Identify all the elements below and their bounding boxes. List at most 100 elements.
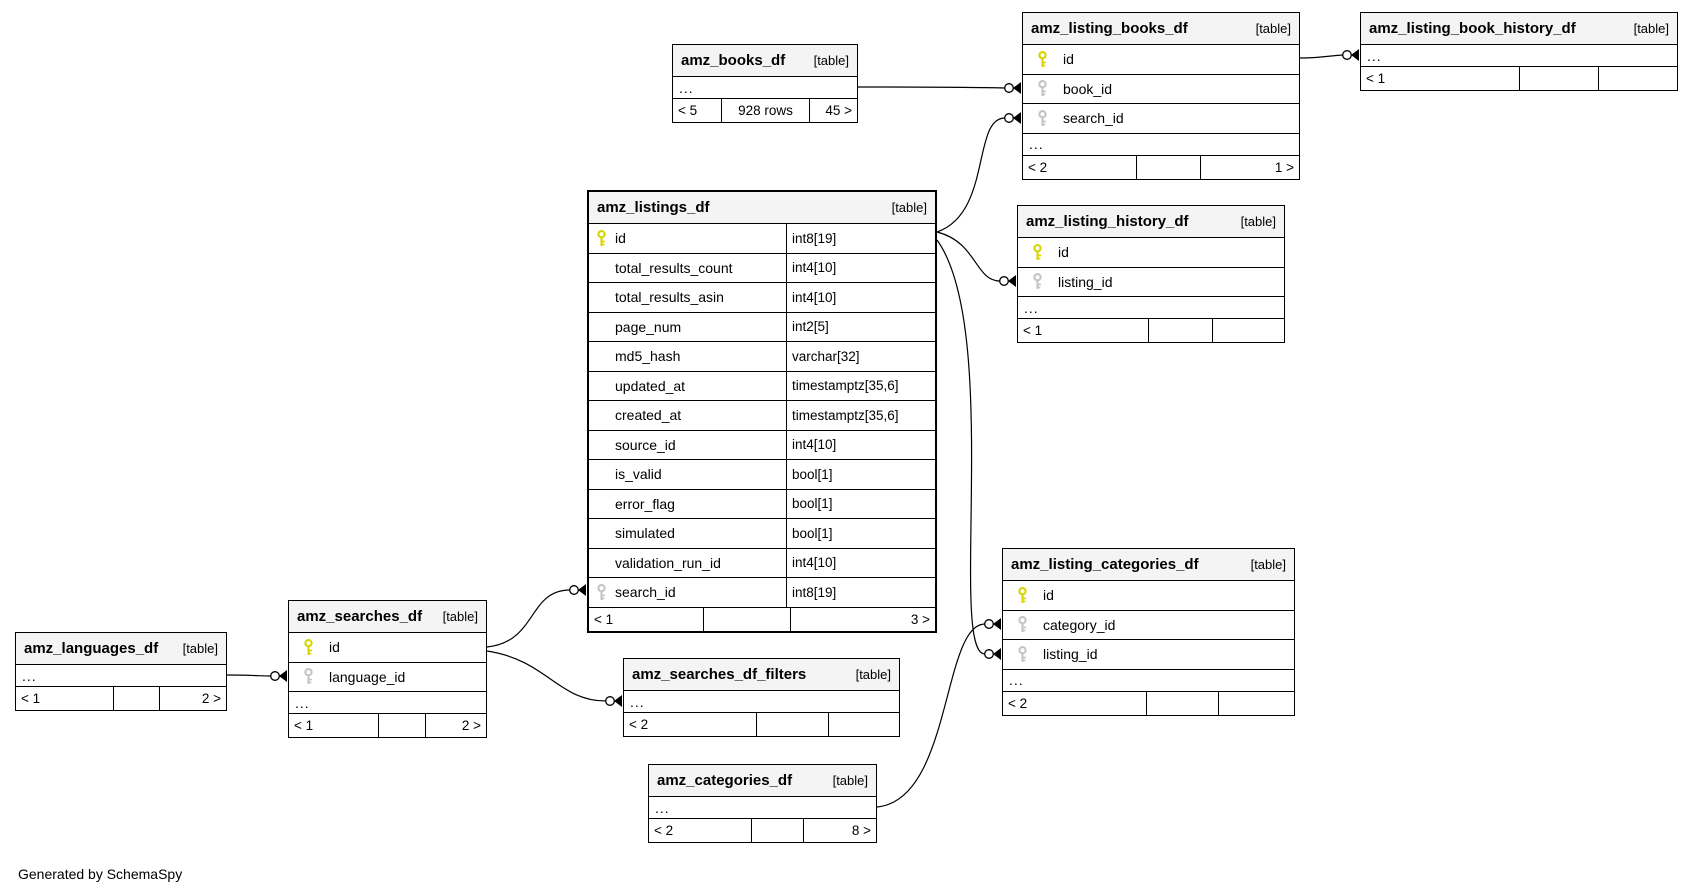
column-name: id — [615, 230, 626, 247]
foreign-key-icon — [1017, 616, 1027, 633]
primary-key-icon — [1037, 50, 1047, 67]
column-name: source_id — [615, 436, 676, 453]
footer-parents-link: < 5 — [678, 103, 698, 118]
table-tag: [table] — [1250, 557, 1286, 572]
footer-children-link — [1212, 319, 1284, 342]
primary-key-icon — [1017, 586, 1027, 603]
crow-foot-marker — [1008, 275, 1016, 287]
column-row-listing_id: listing_id — [1018, 268, 1284, 297]
column-row-id: id — [289, 633, 486, 663]
crow-foot-marker — [993, 648, 1001, 660]
hidden-columns-ellipsis: ... — [624, 691, 899, 713]
table-header: amz_categories_df[table] — [649, 765, 876, 797]
footer-children-link: 3 > — [789, 607, 935, 631]
column-row-id: id — [1023, 45, 1299, 75]
table-footer: < 2 — [1003, 691, 1294, 715]
relationship-edge-amz_searches_df.id-to-amz_searches_df_filters — [486, 650, 622, 707]
column-name: page_num — [615, 318, 682, 335]
crow-foot-marker — [1013, 82, 1021, 94]
column-row-search_id: search_id — [1023, 104, 1299, 134]
column-type: int4[10] — [786, 430, 935, 459]
table-header: amz_searches_df_filters [table] — [624, 659, 899, 691]
key-cell — [289, 668, 327, 685]
column-row-total_results_asin: total_results_asin int4[10] — [589, 283, 935, 313]
footer-parents-link: < 2 — [629, 717, 649, 732]
column-name: md5_hash — [615, 348, 681, 365]
footer-rows-count — [703, 607, 790, 631]
primary-key-icon — [1032, 243, 1042, 260]
column-row-book_id: book_id — [1023, 75, 1299, 104]
relationship-edge-amz_listing_books_df.id-to-amz_listing_book_history_df — [1299, 49, 1359, 61]
column-name: book_id — [1063, 80, 1113, 97]
table-tag: [table] — [813, 53, 849, 68]
column-name: total_results_asin — [615, 289, 724, 306]
relationship-edge-amz_listings_df.id-to-amz_listing_history_df.listing_id — [936, 231, 1016, 287]
column-type: bool[1] — [786, 519, 935, 548]
footer-parents-link: < 1 — [21, 691, 41, 706]
key-cell — [589, 229, 613, 247]
key-cell — [1018, 273, 1056, 290]
column-row-md5_hash: md5_hash varchar[32] — [589, 342, 935, 372]
footer-parents-link: < 1 — [294, 718, 314, 733]
footer-rows-count: 928 rows — [720, 99, 809, 122]
column-type: int4[10] — [786, 548, 935, 577]
foreign-key-icon — [303, 668, 313, 685]
column-name: id — [1058, 244, 1069, 261]
key-cell — [1023, 109, 1061, 127]
hidden-columns-ellipsis: ... — [1361, 45, 1677, 67]
column-type: timestamptz[35,6] — [786, 401, 935, 430]
footer-children-link: 8 > — [803, 819, 876, 842]
table-tag: [table] — [855, 667, 891, 682]
table-tag: [table] — [1633, 21, 1669, 36]
key-cell — [1018, 243, 1056, 261]
column-type: int8[19] — [786, 224, 935, 253]
key-cell — [1023, 80, 1061, 97]
table-name: amz_listings_df — [597, 199, 710, 216]
foreign-key-icon — [1017, 645, 1027, 662]
footer-children-link — [827, 713, 900, 736]
column-name: created_at — [615, 407, 682, 424]
relationship-edge-amz_languages_df-to-amz_searches_df.language_id — [226, 670, 287, 682]
column-name: total_results_count — [615, 259, 733, 276]
table-name: amz_listing_book_history_df — [1369, 20, 1576, 37]
primary-key-icon — [303, 638, 313, 655]
column-name: category_id — [1043, 616, 1116, 633]
column-row-created_at: created_at timestamptz[35,6] — [589, 401, 935, 431]
crow-foot-marker — [1013, 112, 1021, 124]
table-footer: < 1 — [1361, 67, 1677, 90]
table-tag: [table] — [1240, 214, 1276, 229]
table-name: amz_searches_df_filters — [632, 666, 807, 683]
table-footer: < 1 — [1018, 319, 1284, 342]
table-name: amz_searches_df — [297, 608, 423, 625]
footer-children-link: 1 > — [1199, 155, 1299, 179]
table-name: amz_categories_df — [657, 772, 793, 789]
table-node-amz_searches_df_filters[interactable]: amz_searches_df_filters [table]... < 2 — [623, 658, 900, 737]
column-name: id — [329, 639, 340, 656]
footer-rows-count — [1136, 155, 1199, 179]
column-type: int4[10] — [786, 283, 935, 312]
column-type: varchar[32] — [786, 342, 935, 371]
table-header: amz_languages_df[table] — [16, 633, 226, 665]
crow-foot-marker — [279, 670, 287, 682]
table-node-amz_listing_book_history_df[interactable]: amz_listing_book_history_df [table]...< 1 — [1360, 12, 1678, 91]
column-name: error_flag — [615, 495, 675, 512]
column-row-id: id — [1018, 238, 1284, 268]
table-name: amz_listing_books_df — [1031, 20, 1188, 37]
column-name: listing_id — [1058, 273, 1113, 290]
